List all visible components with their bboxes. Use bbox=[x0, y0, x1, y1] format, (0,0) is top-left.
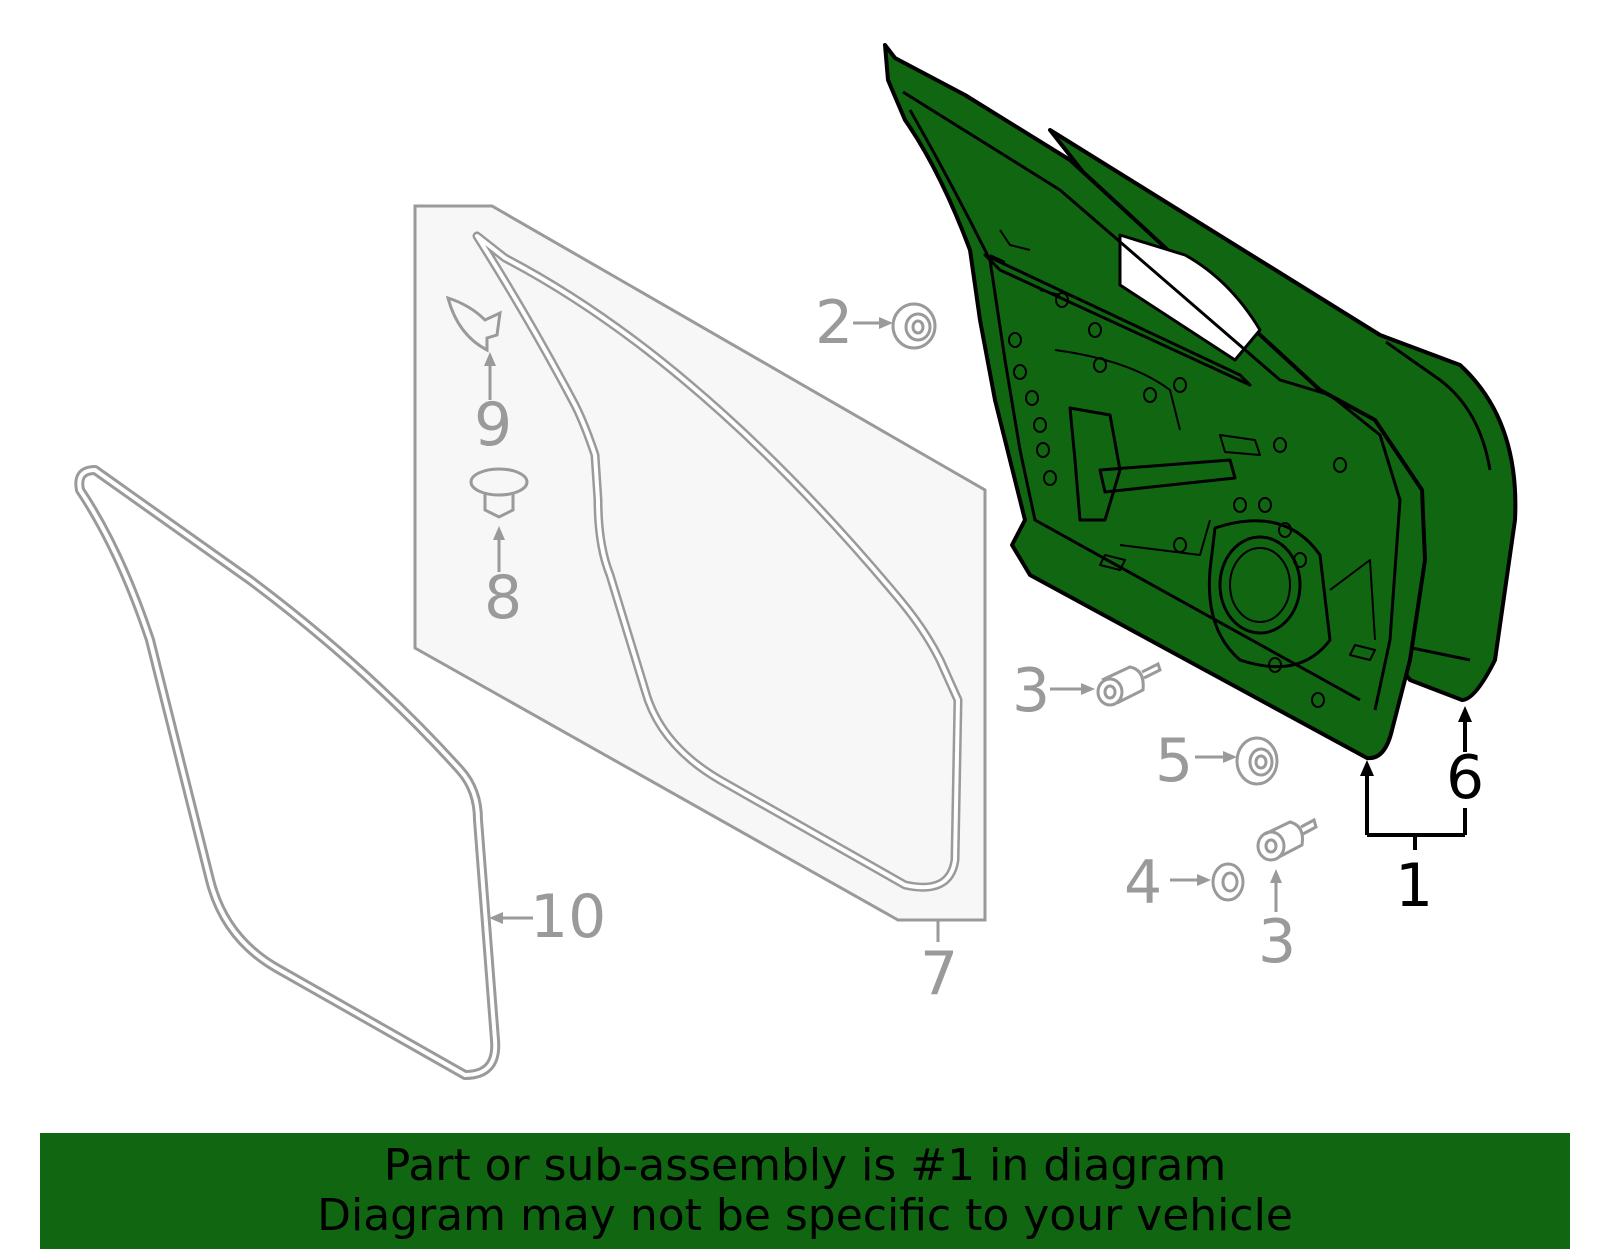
callout-3-lower: 3 bbox=[1258, 907, 1296, 977]
callout-7: 7 bbox=[920, 939, 958, 1009]
banner-line-1: Part or sub-assembly is #1 in diagram bbox=[383, 1140, 1227, 1191]
door-shell-part-1 bbox=[883, 43, 1518, 761]
banner-line-2: Diagram may not be specific to your vehi… bbox=[317, 1190, 1293, 1241]
callout-5: 5 bbox=[1155, 726, 1193, 796]
callout-1: 1 bbox=[1395, 851, 1433, 921]
clip-part-9 bbox=[445, 295, 502, 400]
push-pin-part-8 bbox=[469, 467, 529, 572]
door-seal-part-7 bbox=[413, 204, 987, 942]
callout-2: 2 bbox=[815, 288, 853, 358]
info-banner: Part or sub-assembly is #1 in diagram Di… bbox=[40, 1133, 1570, 1249]
bumper-part-3-upper bbox=[1050, 661, 1162, 707]
callout-10: 10 bbox=[530, 882, 606, 952]
plug-part-2 bbox=[853, 302, 937, 350]
callout-4: 4 bbox=[1124, 848, 1162, 918]
leader-part-1-and-6 bbox=[1360, 706, 1472, 850]
bumper-part-3-lower bbox=[1256, 817, 1318, 912]
callout-3-upper: 3 bbox=[1012, 656, 1050, 726]
callout-6: 6 bbox=[1446, 743, 1484, 813]
grommet-part-5 bbox=[1195, 736, 1279, 786]
callout-8: 8 bbox=[484, 563, 522, 633]
washer-part-4 bbox=[1170, 862, 1245, 902]
weatherstrip-seal-part-10 bbox=[74, 465, 501, 1080]
callout-9: 9 bbox=[474, 390, 512, 460]
leader-part-10 bbox=[489, 912, 533, 924]
